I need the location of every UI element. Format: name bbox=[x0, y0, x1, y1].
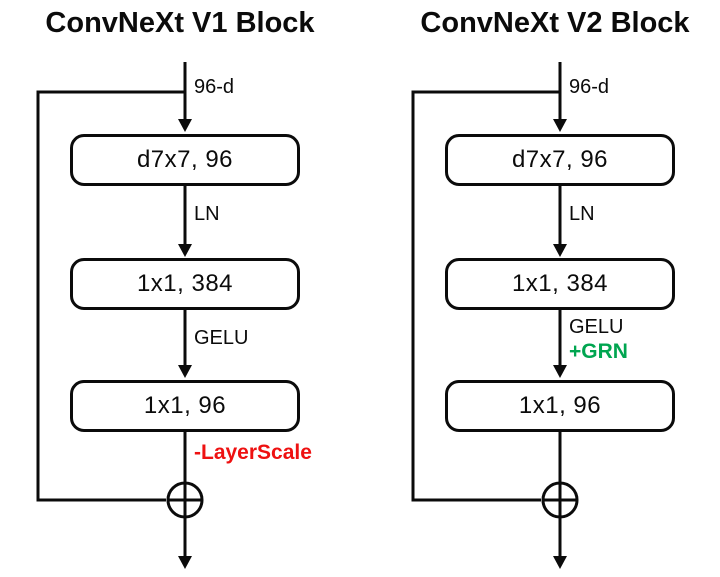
pwconv2-box: 1x1, 96 bbox=[445, 380, 675, 432]
pwconv1-box: 1x1, 384 bbox=[70, 258, 300, 310]
arrowhead-icon bbox=[553, 365, 567, 378]
arrowhead-icon bbox=[178, 119, 192, 132]
arrowhead-icon bbox=[553, 119, 567, 132]
arrowhead-icon bbox=[553, 244, 567, 257]
activation-label: GELU bbox=[194, 327, 249, 349]
pwconv1-box: 1x1, 384 bbox=[445, 258, 675, 310]
diagram-wires-v1 bbox=[36, 62, 204, 569]
added-grn-label: +GRN bbox=[569, 340, 628, 363]
convnext-v1-diagram: ConvNeXt V1 Block 96-d d7x7, bbox=[36, 7, 315, 569]
pwconv2-box: 1x1, 96 bbox=[70, 380, 300, 432]
dwconv-box: d7x7, 96 bbox=[445, 134, 675, 186]
arrowhead-icon bbox=[178, 365, 192, 378]
arrowhead-icon bbox=[553, 556, 567, 569]
convnext-v2-diagram: ConvNeXt V2 Block 96-d d7x7, bbox=[375, 0, 720, 577]
diagram-title-v2: ConvNeXt V2 Block bbox=[420, 7, 690, 39]
activation-label: GELU bbox=[569, 316, 624, 338]
skip-connection-line bbox=[36, 90, 185, 502]
input-dim-label: 96-d bbox=[194, 76, 235, 98]
sum-node-icon bbox=[166, 481, 204, 519]
norm-label: LN bbox=[569, 203, 595, 225]
diagram-wires-v2 bbox=[411, 62, 579, 569]
norm-label: LN bbox=[194, 203, 220, 225]
input-dim-label: 96-d bbox=[569, 76, 610, 98]
sum-node-icon bbox=[541, 481, 579, 519]
diagram-title-v1: ConvNeXt V1 Block bbox=[45, 7, 315, 39]
arrowhead-icon bbox=[178, 556, 192, 569]
arrowhead-icon bbox=[178, 244, 192, 257]
removed-layerscale-label: -LayerScale bbox=[194, 441, 312, 464]
dwconv-box: d7x7, 96 bbox=[70, 134, 300, 186]
skip-connection-line bbox=[411, 90, 560, 502]
